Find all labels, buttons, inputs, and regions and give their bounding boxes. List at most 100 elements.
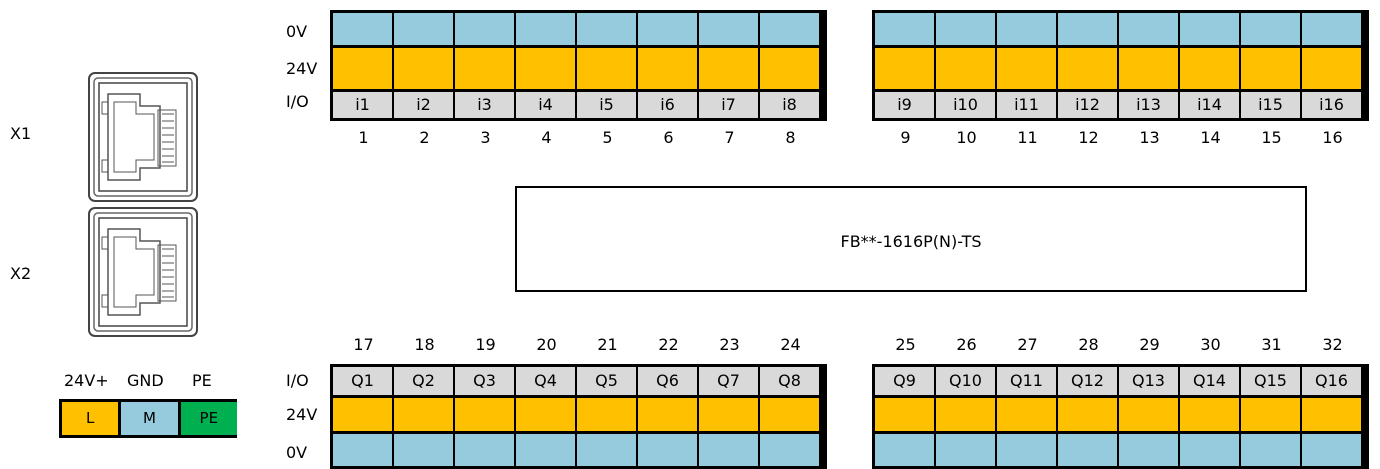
pin-number: 3: [480, 128, 491, 147]
plus-24v-cell: [1241, 48, 1300, 89]
zero-v-cell: [1302, 434, 1361, 466]
zero-v-cell: [516, 13, 575, 45]
plus-24v-cell: [333, 398, 392, 431]
output-terminal: Q5: [577, 367, 636, 395]
plus-24v-cell: [1180, 398, 1239, 431]
pin-number: 24: [780, 335, 801, 354]
power-terminal-block: L M PE: [59, 399, 237, 438]
pin-number: 17: [353, 335, 374, 354]
zero-v-cell: [333, 434, 392, 466]
plus-24v-cell: [1241, 398, 1300, 431]
zero-v-cell: [1119, 13, 1178, 45]
plus-24v-cell: [699, 398, 758, 431]
row-label-io-bottom: I/O: [286, 371, 309, 390]
output-terminal: Q6: [638, 367, 697, 395]
plus-24v-row: [875, 48, 1361, 89]
pin-number: 19: [475, 335, 496, 354]
plus-24v-cell: [455, 48, 514, 89]
input-terminal: i3: [455, 92, 514, 118]
power-terminal-m: M: [121, 402, 178, 435]
plus-24v-row: [333, 398, 819, 431]
zero-v-cell: [455, 13, 514, 45]
zero-v-row: [875, 13, 1361, 45]
pin-number: 4: [541, 128, 552, 147]
pin-number: 2: [419, 128, 430, 147]
row-label-24v-top: 24V: [286, 59, 318, 78]
input-terminal: i7: [699, 92, 758, 118]
output-terminal: Q10: [936, 367, 995, 395]
zero-v-cell: [936, 434, 995, 466]
plus-24v-cell: [516, 48, 575, 89]
output-terminal: Q7: [699, 367, 758, 395]
rj45-port-icon: [88, 207, 198, 337]
zero-v-cell: [333, 13, 392, 45]
pin-number: 20: [536, 335, 557, 354]
pin-number: 5: [602, 128, 613, 147]
pin-number: 6: [663, 128, 674, 147]
zero-v-cell: [638, 434, 697, 466]
row-label-0v-top: 0V: [286, 22, 308, 41]
zero-v-cell: [1119, 434, 1178, 466]
zero-v-cell: [997, 434, 1056, 466]
plus-24v-cell: [333, 48, 392, 89]
pin-number: 14: [1200, 128, 1221, 147]
zero-v-cell: [1241, 434, 1300, 466]
pin-number: 31: [1261, 335, 1282, 354]
zero-v-cell: [394, 13, 453, 45]
plus-24v-cell: [1058, 398, 1117, 431]
pin-number: 18: [414, 335, 435, 354]
pin-number: 1: [358, 128, 369, 147]
input-terminal: i6: [638, 92, 697, 118]
pin-number: 25: [895, 335, 916, 354]
pin-number: 10: [956, 128, 977, 147]
pin-number: 13: [1139, 128, 1160, 147]
plus-24v-cell: [1119, 48, 1178, 89]
output-terminal: Q13: [1119, 367, 1178, 395]
pin-number: 11: [1017, 128, 1038, 147]
pin-number: 32: [1322, 335, 1343, 354]
zero-v-cell: [760, 434, 819, 466]
connector-label-x2: X2: [10, 264, 32, 283]
pin-number: 28: [1078, 335, 1099, 354]
output-terminal: Q12: [1058, 367, 1117, 395]
plus-24v-cell: [394, 48, 453, 89]
zero-v-cell: [1058, 13, 1117, 45]
input-terminal: i11: [997, 92, 1056, 118]
module-box: FB**-1616P(N)-TS: [515, 186, 1307, 292]
plus-24v-cell: [394, 398, 453, 431]
plus-24v-cell: [1119, 398, 1178, 431]
zero-v-cell: [997, 13, 1056, 45]
row-label-24v-bottom: 24V: [286, 405, 318, 424]
power-terminal-pe: PE: [180, 402, 237, 435]
output-terminal: Q8: [760, 367, 819, 395]
plus-24v-cell: [760, 398, 819, 431]
input-terminal: i12: [1058, 92, 1117, 118]
plus-24v-cell: [1302, 48, 1361, 89]
zero-v-cell: [936, 13, 995, 45]
pin-number: 30: [1200, 335, 1221, 354]
module-label: FB**-1616P(N)-TS: [840, 232, 982, 251]
output-terminal: Q3: [455, 367, 514, 395]
pin-number: 9: [900, 128, 911, 147]
zero-v-cell: [638, 13, 697, 45]
zero-v-cell: [577, 434, 636, 466]
rj45-port-icon: [88, 72, 198, 202]
output-terminal: Q1: [333, 367, 392, 395]
zero-v-cell: [516, 434, 575, 466]
pin-number: 15: [1261, 128, 1282, 147]
pin-number: 23: [719, 335, 740, 354]
output-terminal: Q11: [997, 367, 1056, 395]
input-terminal: i8: [760, 92, 819, 118]
zero-v-cell: [875, 13, 934, 45]
plus-24v-cell: [936, 48, 995, 89]
plus-24v-cell: [516, 398, 575, 431]
plus-24v-cell: [699, 48, 758, 89]
input-terminal: i1: [333, 92, 392, 118]
output-terminal: Q16: [1302, 367, 1361, 395]
plus-24v-row: [875, 398, 1361, 431]
zero-v-cell: [577, 13, 636, 45]
zero-v-cell: [699, 13, 758, 45]
